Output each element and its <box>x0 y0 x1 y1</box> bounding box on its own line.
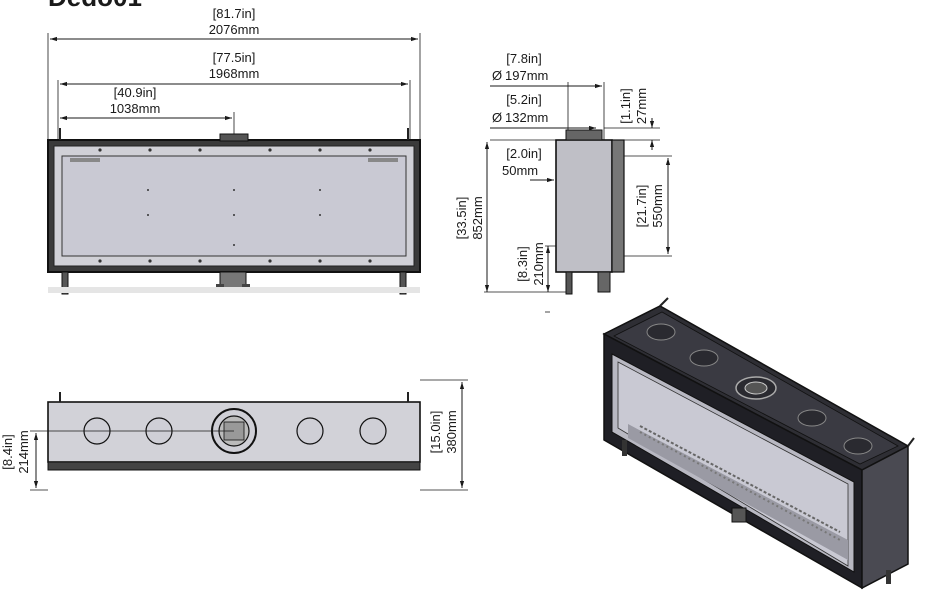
depth-in: [15.0in] <box>428 411 443 454</box>
inner-flue-mm: 132mm <box>505 110 548 125</box>
glass-width-mm: 1968mm <box>209 66 260 81</box>
overall-width-mm: 2076mm <box>209 22 260 37</box>
side-body <box>555 139 613 273</box>
isometric-view <box>602 297 915 590</box>
top-offset-mm: 50mm <box>502 163 538 178</box>
overall-height-mm: 852mm <box>470 196 485 239</box>
inner-flue-in: [5.2in] <box>506 92 541 107</box>
top-offset-in: [2.0in] <box>506 146 541 161</box>
glass-width-in: [77.5in] <box>213 50 256 65</box>
leg-height-in: [8.3in] <box>515 246 530 281</box>
overall-height-in: [33.5in] <box>454 197 469 240</box>
flue-center-in: [8.4in] <box>0 434 15 469</box>
flue-center-mm: 214mm <box>16 430 31 473</box>
outer-flue-in: [7.8in] <box>506 51 541 66</box>
overall-width-in: [81.7in] <box>213 6 256 21</box>
front-view: [81.7in] 2076mm [77.5in] 1968mm [40.9in]… <box>47 6 421 295</box>
side-view: [7.8in] Ø 197mm [5.2in] Ø 132mm [2.0in] … <box>454 51 672 313</box>
collar-height-in: [1.1in] <box>618 88 633 123</box>
collar-height-mm: 27mm <box>634 88 649 124</box>
center-offset-in: [40.9in] <box>114 85 157 100</box>
center-offset-mm: 1038mm <box>110 101 161 116</box>
leg-height-mm: 210mm <box>531 242 546 285</box>
outer-flue-mm: 197mm <box>505 68 548 83</box>
glass-height-in: [21.7in] <box>634 185 649 228</box>
outer-flue-diameter-symbol: Ø <box>492 68 502 83</box>
product-heading: Dedo01 <box>48 0 142 12</box>
depth-mm: 380mm <box>444 410 459 453</box>
inner-flue-diameter-symbol: Ø <box>492 110 502 125</box>
front-glass <box>61 155 407 257</box>
top-view: [15.0in] 380mm [8.4in] 214mm <box>0 379 468 491</box>
glass-height-mm: 550mm <box>650 184 665 227</box>
